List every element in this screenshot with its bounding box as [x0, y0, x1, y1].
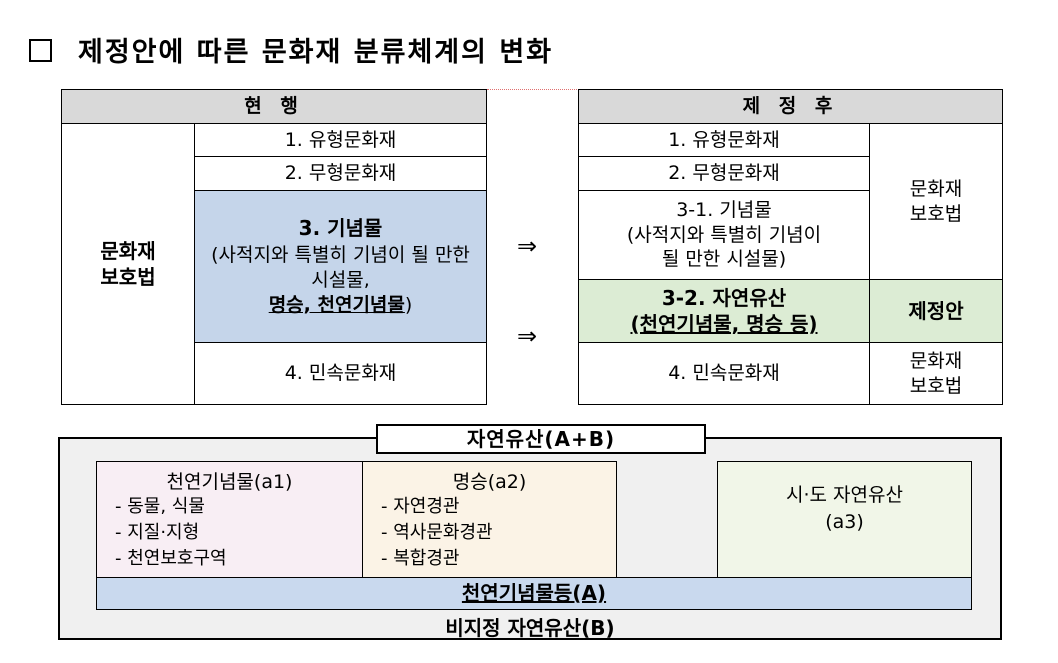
natural-monument-item: - 동물, 식물	[115, 496, 205, 517]
current-table: 현 행 문화재 보호법 1. 유형문화재 2. 무형문화재 3. 기념물 (사적…	[60, 89, 488, 405]
proposed-law-mid: 제정안	[868, 279, 1004, 343]
natural-monument-item: - 천연보호구역	[115, 548, 227, 569]
proposed-monument-cell: 3-1. 기념물 (사적지와 특별히 기념이 될 만한 시설물)	[578, 190, 870, 280]
current-law-cell: 문화재 보호법	[61, 123, 195, 405]
current-monument-title: 3. 기념물	[298, 216, 383, 241]
proposed-natural-title: 3-2. 자연유산	[661, 286, 787, 310]
proposed-table: 제 정 후 1. 유형문화재 문화재 보호법 2. 무형문화재 3-1. 기념물…	[577, 89, 1004, 405]
local-heritage-title: 시·도 자연유산	[786, 484, 903, 506]
natural-monument-box: 천연기념물(a1) - 동물, 식물 - 지질·지형 - 천연보호구역	[96, 461, 363, 578]
current-monument-desc-underlined: 명승, 천연기념물	[268, 293, 405, 316]
scenic-site-box: 명승(a2) - 자연경관 - 역사문화경관 - 복합경관	[362, 461, 617, 578]
current-item-tangible: 1. 유형문화재	[193, 123, 488, 157]
current-monument-desc-suffix: )	[404, 293, 413, 316]
proposed-natural-cell: 3-2. 자연유산 (천연기념물, 명승 등)	[578, 279, 870, 343]
proposed-item-tangible: 1. 유형문화재	[578, 123, 870, 157]
undesignated-label: 비지정 자연유산(B)	[445, 616, 615, 640]
arrow-natural-icon: ⇒	[517, 322, 538, 350]
proposed-item-folk: 4. 민속문화재	[578, 342, 870, 405]
header-divider	[487, 89, 577, 90]
proposed-header: 제 정 후	[577, 89, 1004, 124]
proposed-item-intangible: 2. 무형문화재	[578, 156, 870, 191]
outer-label: 자연유산(A+B)	[376, 424, 706, 454]
designated-label: 천연기념물등(A)	[461, 581, 607, 605]
current-item-folk: 4. 민속문화재	[193, 342, 488, 405]
page-title: 제정안에 따른 문화재 분류체계의 변화	[78, 37, 554, 68]
current-monument-cell: 3. 기념물 (사적지와 특별히 기념이 될 만한 시설물,명승, 천연기념물)	[193, 190, 488, 343]
checkbox-square-icon	[29, 39, 52, 62]
proposed-law-bottom: 문화재 보호법	[868, 342, 1004, 405]
current-item-intangible: 2. 무형문화재	[193, 156, 488, 191]
scenic-site-title: 명승(a2)	[452, 471, 527, 493]
scenic-site-item: - 복합경관	[381, 548, 460, 569]
current-header: 현 행	[60, 89, 488, 124]
scenic-site-item: - 자연경관	[381, 496, 460, 517]
natural-monument-title: 천연기념물(a1)	[166, 471, 293, 493]
natural-monument-item: - 지질·지형	[115, 522, 200, 543]
current-monument-desc-prefix: (사적지와 특별히 기념이 될 만한 시설물,	[211, 244, 470, 292]
local-heritage-box: 시·도 자연유산 (a3)	[717, 461, 972, 578]
scenic-site-item: - 역사문화경관	[381, 522, 493, 543]
current-monument-desc: (사적지와 특별히 기념이 될 만한 시설물,명승, 천연기념물)	[195, 243, 486, 317]
local-heritage-code: (a3)	[825, 511, 864, 533]
designated-bar: 천연기념물등(A)	[96, 577, 972, 610]
proposed-law-top: 문화재 보호법	[868, 123, 1004, 280]
arrow-monument-icon: ⇒	[517, 232, 538, 260]
proposed-natural-desc: (천연기념물, 명승 등)	[630, 312, 818, 336]
